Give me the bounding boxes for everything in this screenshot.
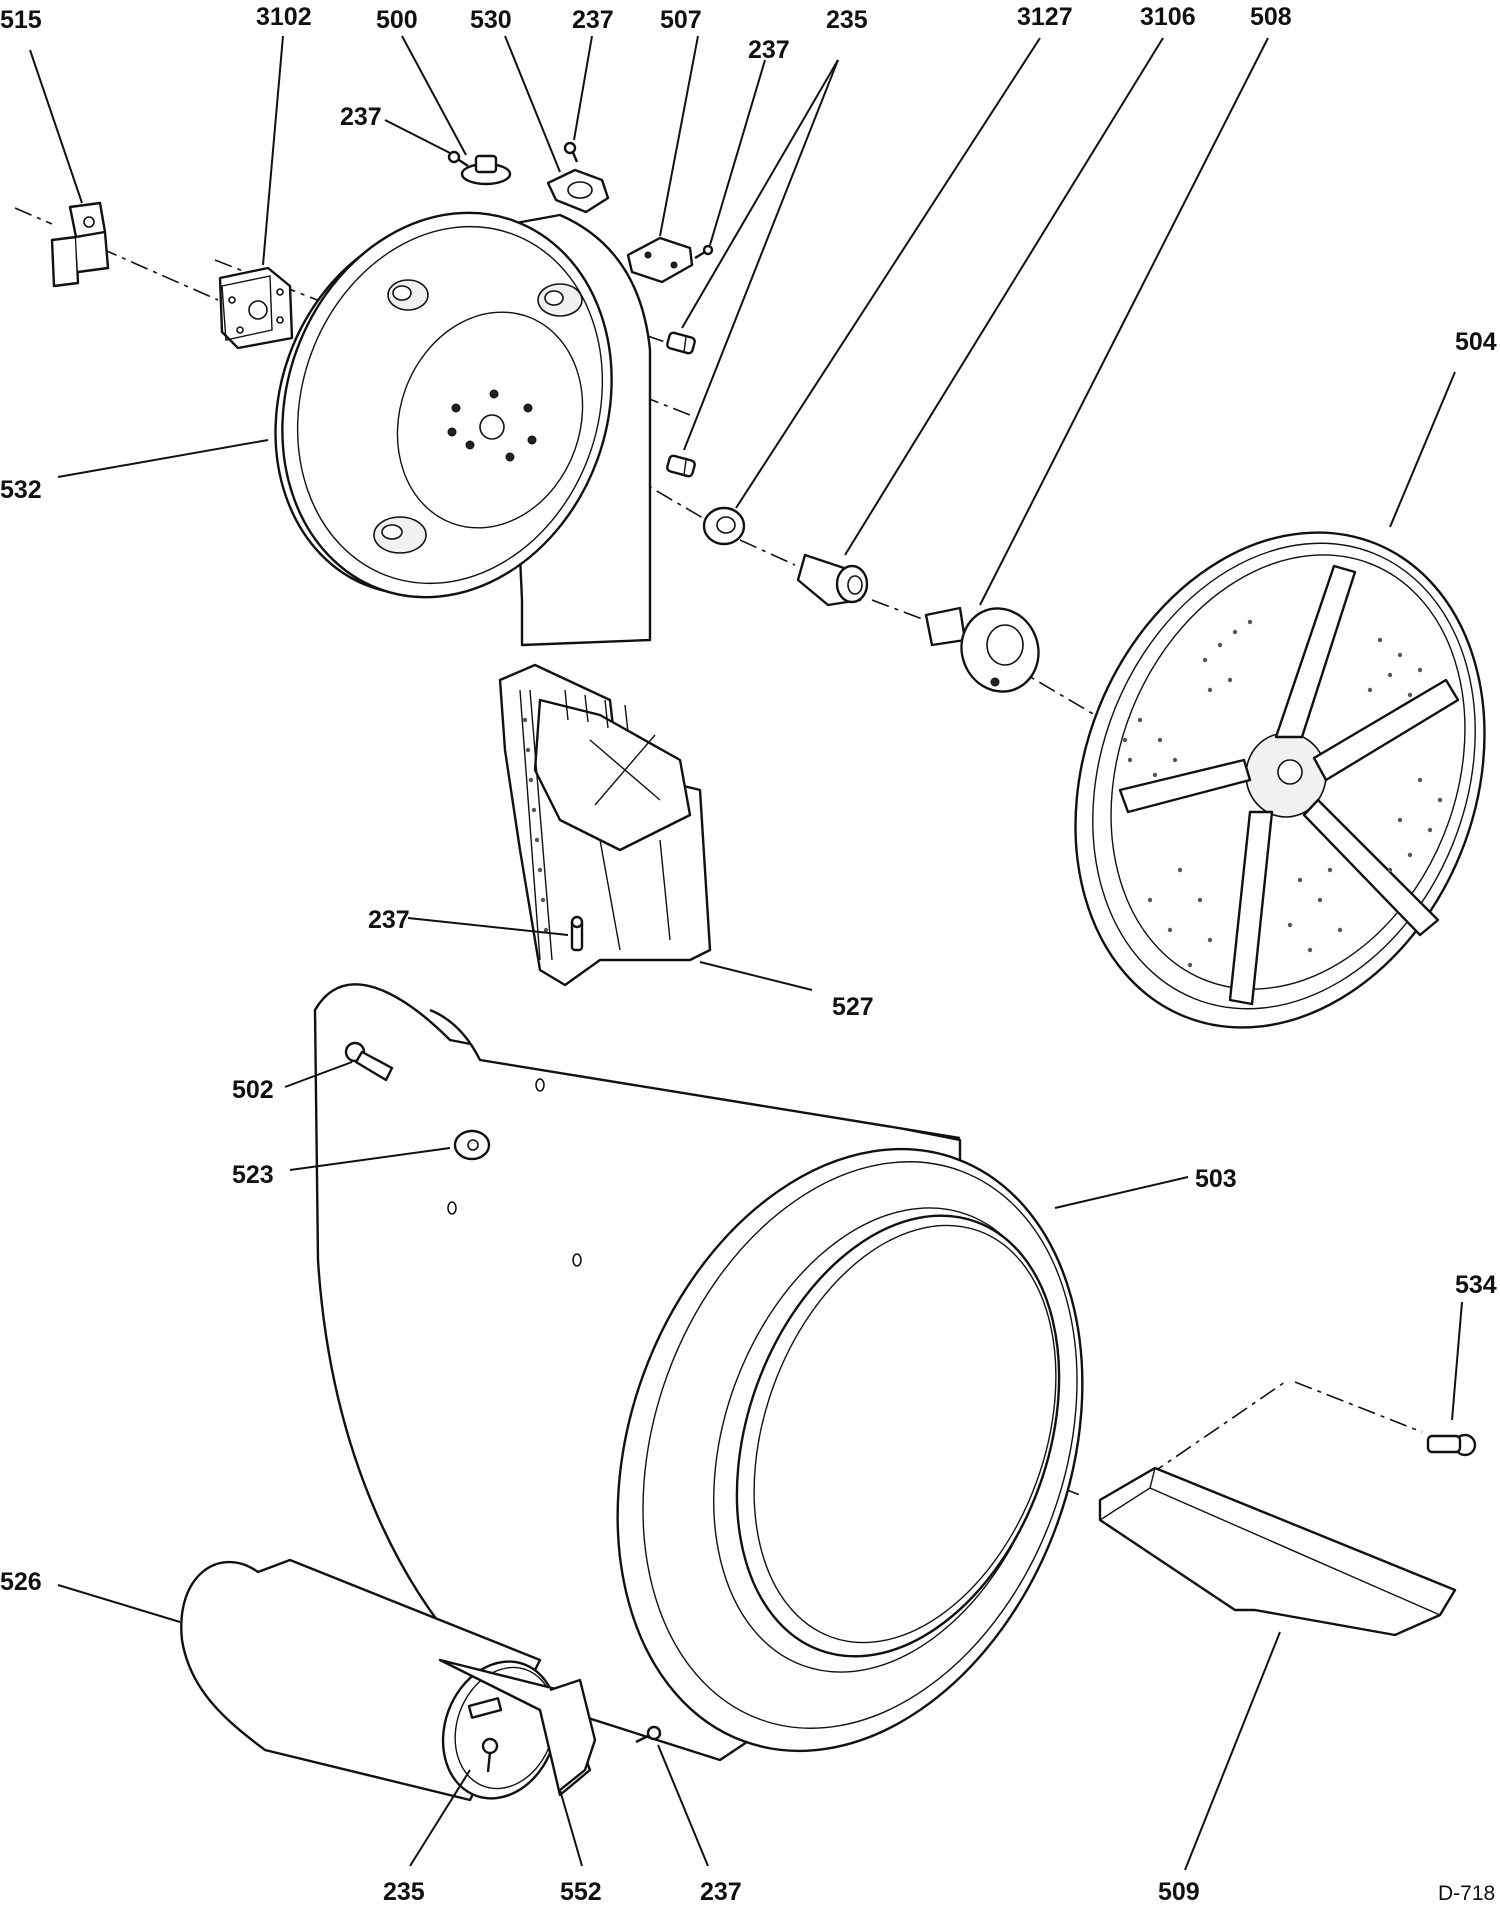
callout-530: 530 [470, 6, 512, 34]
screw-534 [1426, 1433, 1477, 1457]
callout-552: 552 [560, 1878, 602, 1906]
callout-237-top: 237 [572, 6, 614, 34]
cover-530 [546, 168, 610, 214]
screw-237-right [694, 244, 714, 260]
thermistor-507 [626, 236, 694, 284]
drum-rear-504 [1074, 531, 1486, 1029]
callout-507: 507 [660, 6, 702, 34]
callout-503: 503 [1195, 1165, 1237, 1193]
leader-lines [29, 35, 1463, 1871]
callout-237-bottom: 237 [700, 1878, 742, 1906]
washer-523 [453, 1129, 491, 1161]
duct-527 [498, 663, 712, 987]
screw-237-top-center [563, 141, 579, 163]
callout-3127: 3127 [1017, 3, 1073, 31]
screw-237-heater [635, 1725, 662, 1744]
callout-500: 500 [376, 6, 418, 34]
bolt-502 [344, 1041, 394, 1082]
callout-526: 526 [0, 1568, 42, 1596]
rear-bulkhead-532 [274, 211, 652, 647]
screws-235-bulkhead [666, 331, 696, 478]
callout-534: 534 [1455, 1271, 1497, 1299]
callout-508: 508 [1250, 3, 1292, 31]
screw-237-duct [570, 915, 584, 952]
screw-235-heater [481, 1737, 499, 1773]
screw-237-top-left [447, 150, 469, 167]
callout-502: 502 [232, 1076, 274, 1104]
thermostat-500 [460, 154, 512, 186]
callout-515: 515 [0, 6, 42, 34]
bearing-3106 [796, 553, 869, 607]
callout-532: 532 [0, 476, 42, 504]
callout-235-top: 235 [826, 6, 868, 34]
callout-3106: 3106 [1140, 3, 1196, 31]
callout-527: 527 [832, 993, 874, 1021]
bracket-515 [50, 201, 110, 288]
callout-3102: 3102 [256, 3, 312, 31]
drawing-code: D-718 [1438, 1882, 1495, 1905]
baffle-509 [1098, 1466, 1457, 1637]
callout-labels: 515 3102 500 530 237 507 237 235 3127 31… [0, 3, 1497, 1906]
heater-526 [180, 1558, 597, 1802]
callout-509: 509 [1158, 1878, 1200, 1906]
callout-504: 504 [1455, 328, 1497, 356]
callout-523: 523 [232, 1161, 274, 1189]
callout-237-right: 237 [748, 36, 790, 64]
washer-3127 [702, 506, 746, 546]
callout-235-bottom: 235 [383, 1878, 425, 1906]
bearing-plate-3102 [218, 266, 294, 350]
drum-503 [313, 983, 1084, 1762]
callout-237-left: 237 [340, 103, 382, 131]
shaft-508 [924, 606, 1040, 693]
callout-237-duct: 237 [368, 906, 410, 934]
